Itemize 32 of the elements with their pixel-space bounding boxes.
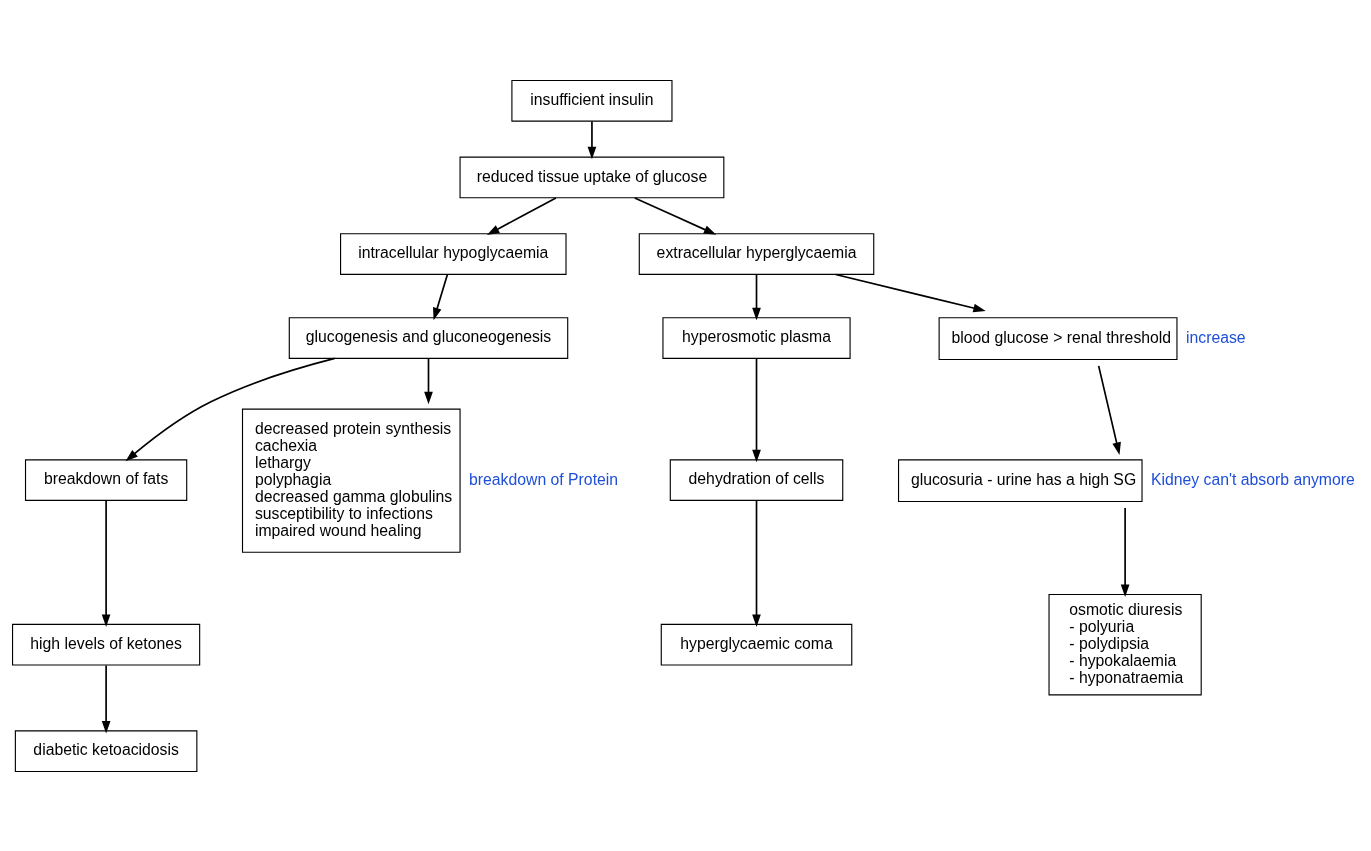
node-box: diabetic ketoacidosis — [14, 729, 198, 772]
arrow — [486, 196, 557, 235]
node-box: intracellular hypoglycaemia — [340, 232, 567, 275]
node-box: reduced tissue uptake of glucose — [459, 156, 725, 198]
node-label: Kidney can't absorb anymore — [1151, 470, 1355, 488]
arrow — [587, 120, 597, 159]
node-box: insufficient insulin — [511, 79, 673, 122]
node-box: glucosuria - urine has a high SG — [897, 458, 1143, 502]
node-box: osmotic diuresis - polyuria - polydipsia - hypokalaemia - hyponatraemia — [1048, 593, 1202, 695]
node-label: breakdown of Protein — [469, 470, 619, 488]
arrow — [1120, 506, 1130, 597]
node-box: hyperosmotic plasma — [662, 316, 851, 359]
node-box: breakdown of fats — [24, 458, 188, 501]
arrow — [752, 273, 761, 320]
node-box: extracellular hyperglycaemia — [638, 232, 875, 275]
arrow — [752, 499, 761, 627]
node-box: hyperglycaemic coma — [660, 623, 853, 666]
node-box: decreased protein synthesis cachexia lethargy polyphagia decreased gamma globulins susceptibility to infections impaired wound healing — [241, 408, 461, 553]
node-box: high levels of ketones — [12, 623, 201, 666]
node-box: glucogenesis and gluconeogenesis — [288, 316, 569, 359]
arrow — [633, 196, 717, 235]
node-box: dehydration of cells — [669, 458, 844, 501]
arrow — [752, 357, 761, 462]
arrow — [433, 273, 449, 320]
arrow — [1097, 364, 1121, 455]
node-box: blood glucose > renal threshold — [938, 316, 1178, 360]
arrow — [101, 499, 111, 627]
node-label: increase — [1185, 328, 1246, 346]
arrow — [101, 664, 111, 733]
arrow — [125, 357, 336, 461]
arrow — [424, 357, 433, 404]
arrow — [834, 273, 986, 312]
